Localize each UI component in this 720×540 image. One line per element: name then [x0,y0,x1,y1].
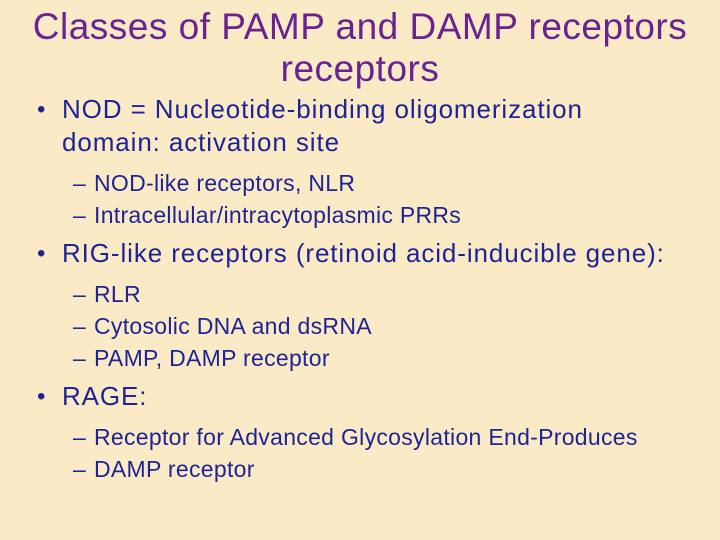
dash-marker: – [73,202,87,228]
bullet-dot-marker: • [37,96,47,123]
bullet-text: Intracellular/intracytoplasmic PRRs [94,202,462,228]
sub-bullet-item: –RLR [0,278,675,310]
bullet-text: RAGE: [62,381,148,411]
slide-title: Classes of PAMP and DAMP receptors recep… [0,6,720,90]
dash-marker: – [73,345,87,371]
bullet-list: • NOD = Nucleotide-binding oligomerizatio… [0,93,675,485]
bullet-item: • NOD = Nucleotide-binding oligomerizatio… [0,93,675,159]
bullet-text: PAMP, DAMP receptor [94,345,330,371]
sub-bullet-item: –NOD-like receptors, NLR [0,167,675,199]
bullet-item: • RAGE: [0,380,675,413]
dash-marker: – [73,424,87,450]
bullet-text: NOD-like receptors, NLR [94,170,356,196]
bullet-text: NOD = Nucleotide-binding oligomerization… [62,94,583,157]
bullet-dot-marker: • [37,383,47,410]
sub-bullet-item: –DAMP receptor [0,453,675,485]
sub-bullet-item: –Receptor for Advanced Glycosylation End… [0,421,675,453]
slide-title-line-1: Classes of PAMP and DAMP receptors [32,6,688,47]
slide-title-line-2: receptors [280,48,440,89]
sub-bullet-item: –Cytosolic DNA and dsRNA [0,310,675,342]
bullet-dot-marker: • [37,240,47,267]
sub-bullet-item: –Intracellular/intracytoplasmic PRRs [0,199,675,231]
dash-marker: – [73,170,87,196]
bullet-text: DAMP receptor [94,456,255,482]
dash-marker: – [73,313,87,339]
dash-marker: – [73,281,87,307]
bullet-text: RIG-like receptors (retinoid acid-induci… [62,238,665,268]
bullet-text: Receptor for Advanced Glycosylation End-… [94,424,638,450]
bullet-item: • RIG-like receptors (retinoid acid-induc… [0,237,675,270]
dash-marker: – [73,456,87,482]
bullet-text: Cytosolic DNA and dsRNA [94,313,372,339]
bullet-text: RLR [94,281,141,307]
sub-bullet-item: –PAMP, DAMP receptor [0,342,675,374]
